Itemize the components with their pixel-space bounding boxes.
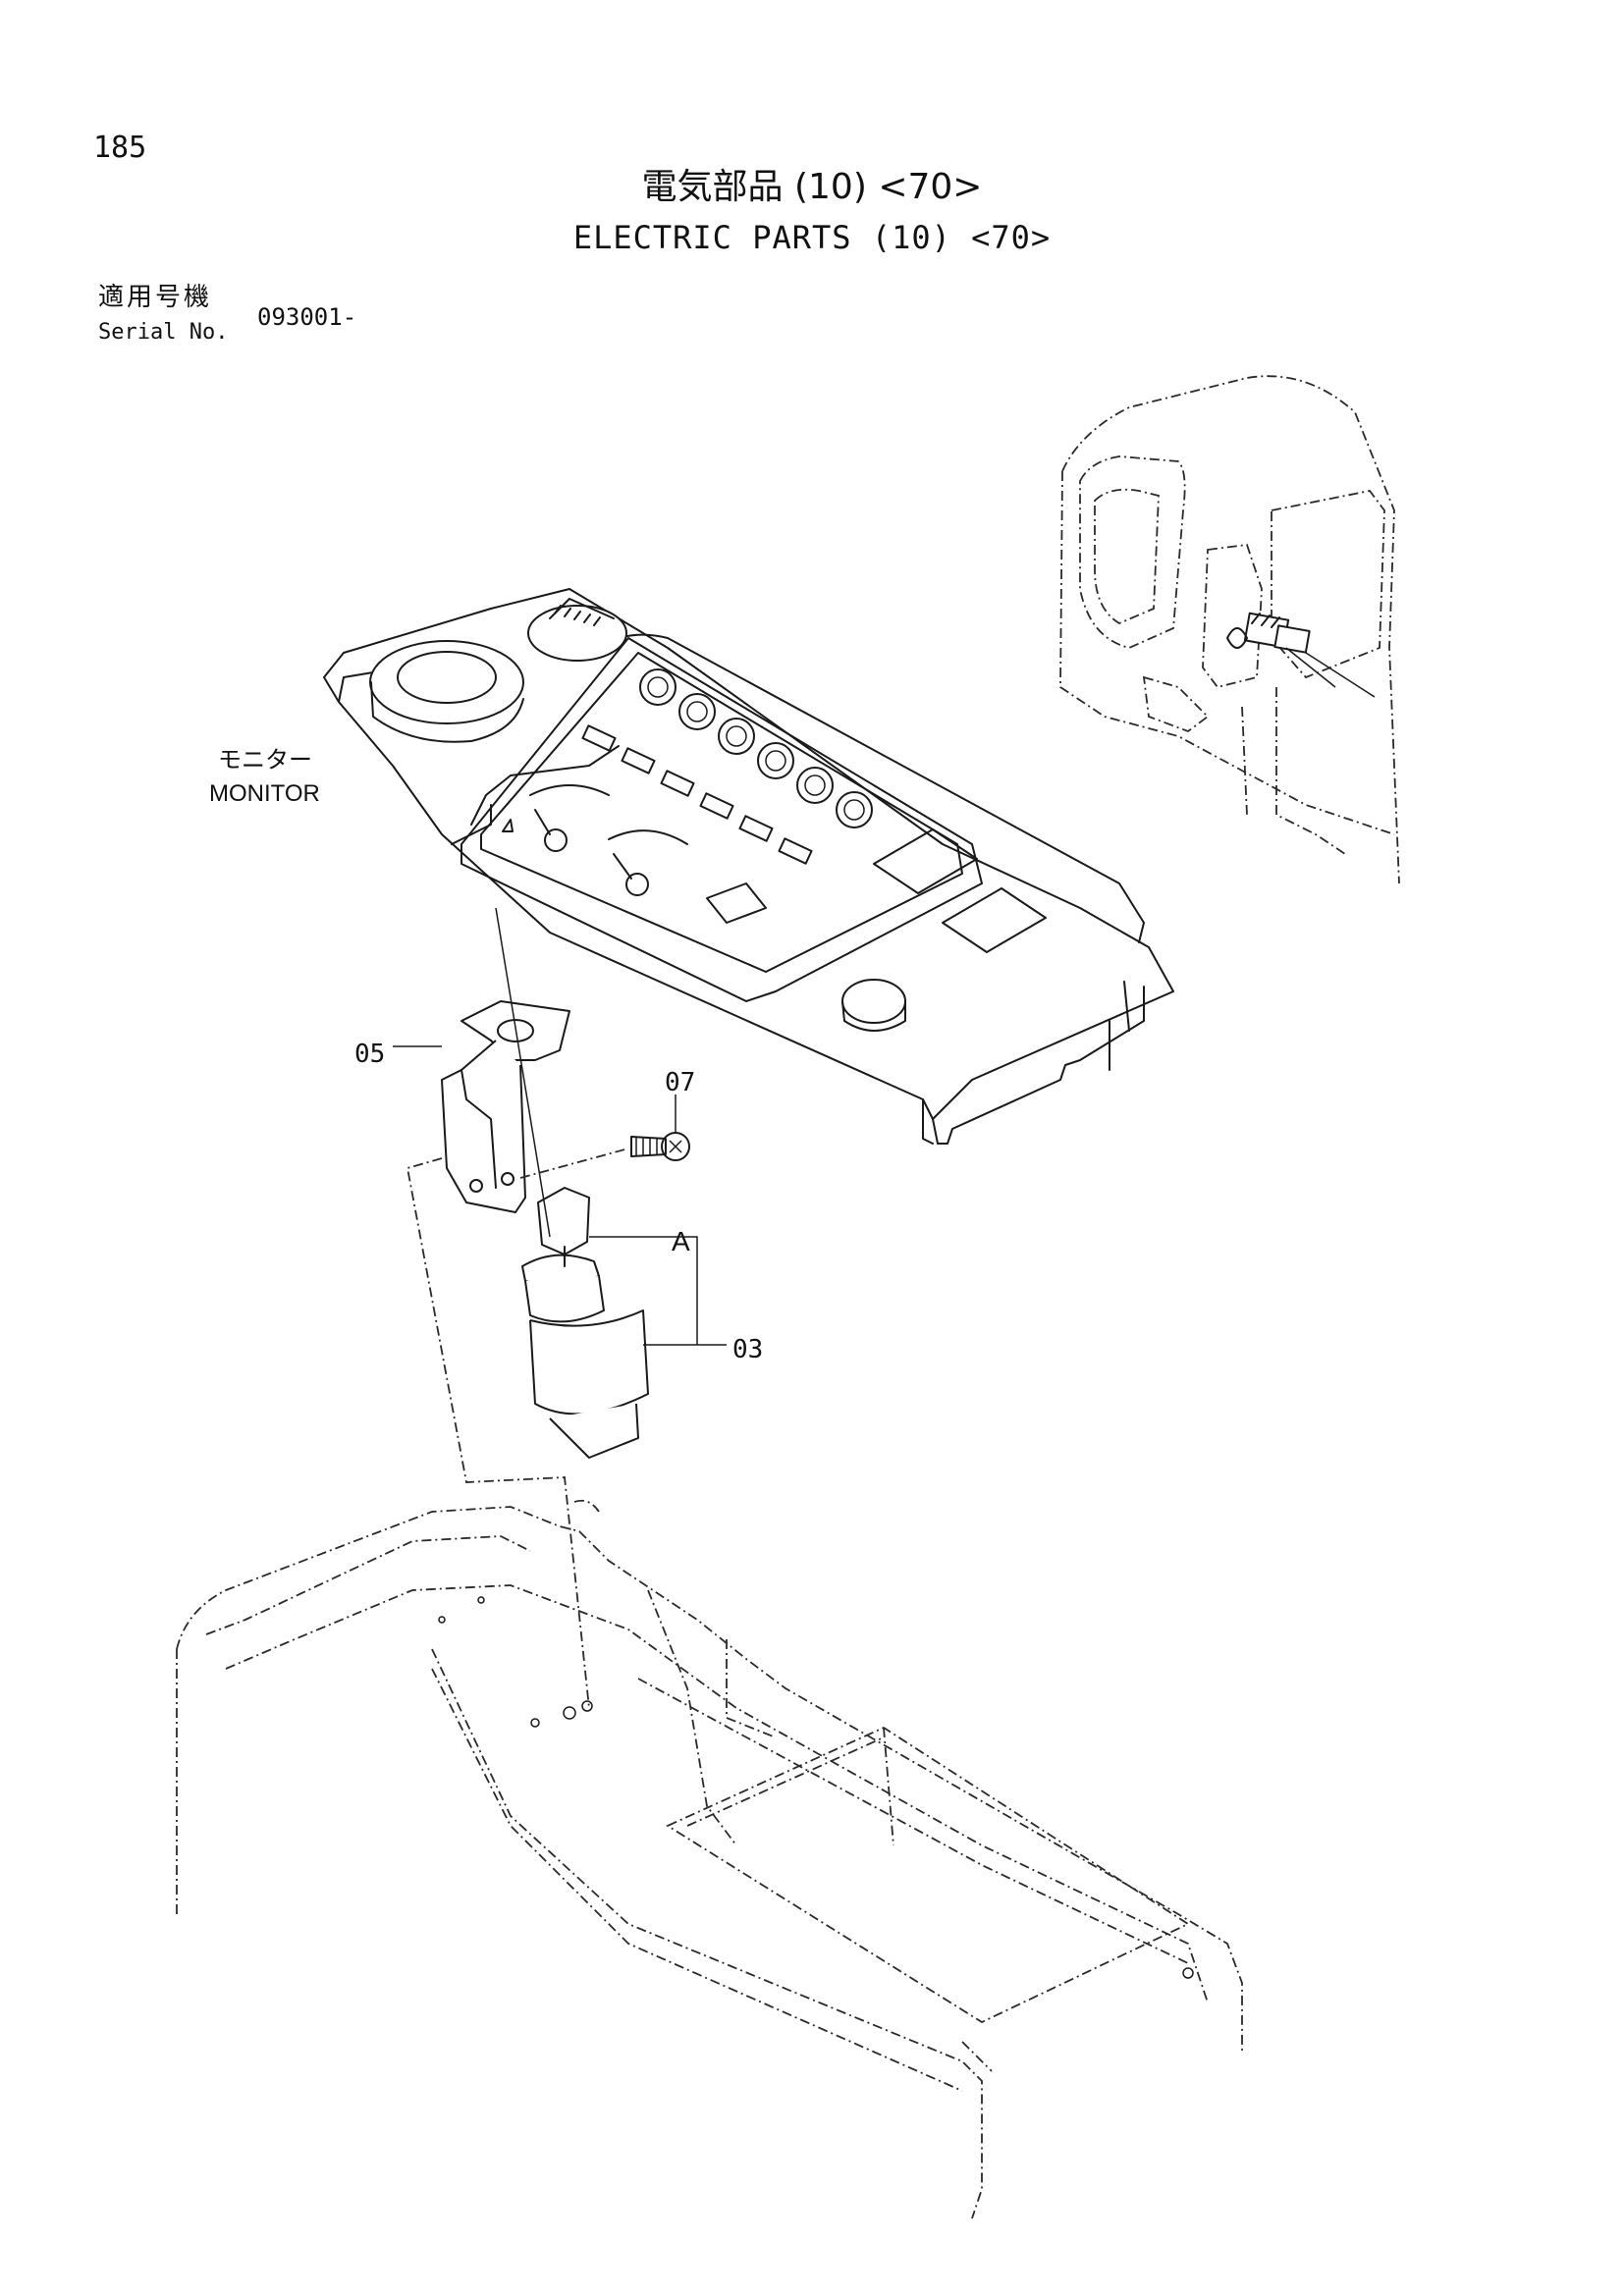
assembly-centre-lines	[406, 907, 590, 1709]
cab-reference-view	[1059, 375, 1400, 884]
monitor-label-english: MONITOR	[209, 780, 320, 807]
page-number: 185	[93, 131, 147, 165]
monitor-console	[323, 588, 1174, 1145]
serial-label-english: Serial No.	[98, 320, 229, 345]
screw-part-07	[519, 1095, 690, 1179]
cab-switch-detail	[1226, 612, 1376, 698]
callout-part-07: 07	[665, 1068, 696, 1097]
page-title-japanese: 電気部品 (10) <70>	[641, 167, 983, 207]
callout-part-03: 03	[732, 1335, 764, 1364]
monitor-lamp-row	[581, 724, 813, 865]
serial-number-value: 093001-	[257, 303, 357, 331]
monitor-label-japanese: モニター	[218, 746, 312, 774]
key-switch-part-03	[521, 1187, 727, 1459]
page-title-english: ELECTRIC PARTS (10) <70>	[572, 219, 1052, 256]
serial-label-japanese: 適用号機	[98, 283, 213, 312]
callout-part-05: 05	[354, 1040, 386, 1069]
lower-console-frame	[176, 1499, 1243, 2219]
monitor-button-row	[639, 668, 873, 828]
callout-ref-a: A	[672, 1226, 690, 1256]
bracket-part-05	[393, 1000, 570, 1213]
